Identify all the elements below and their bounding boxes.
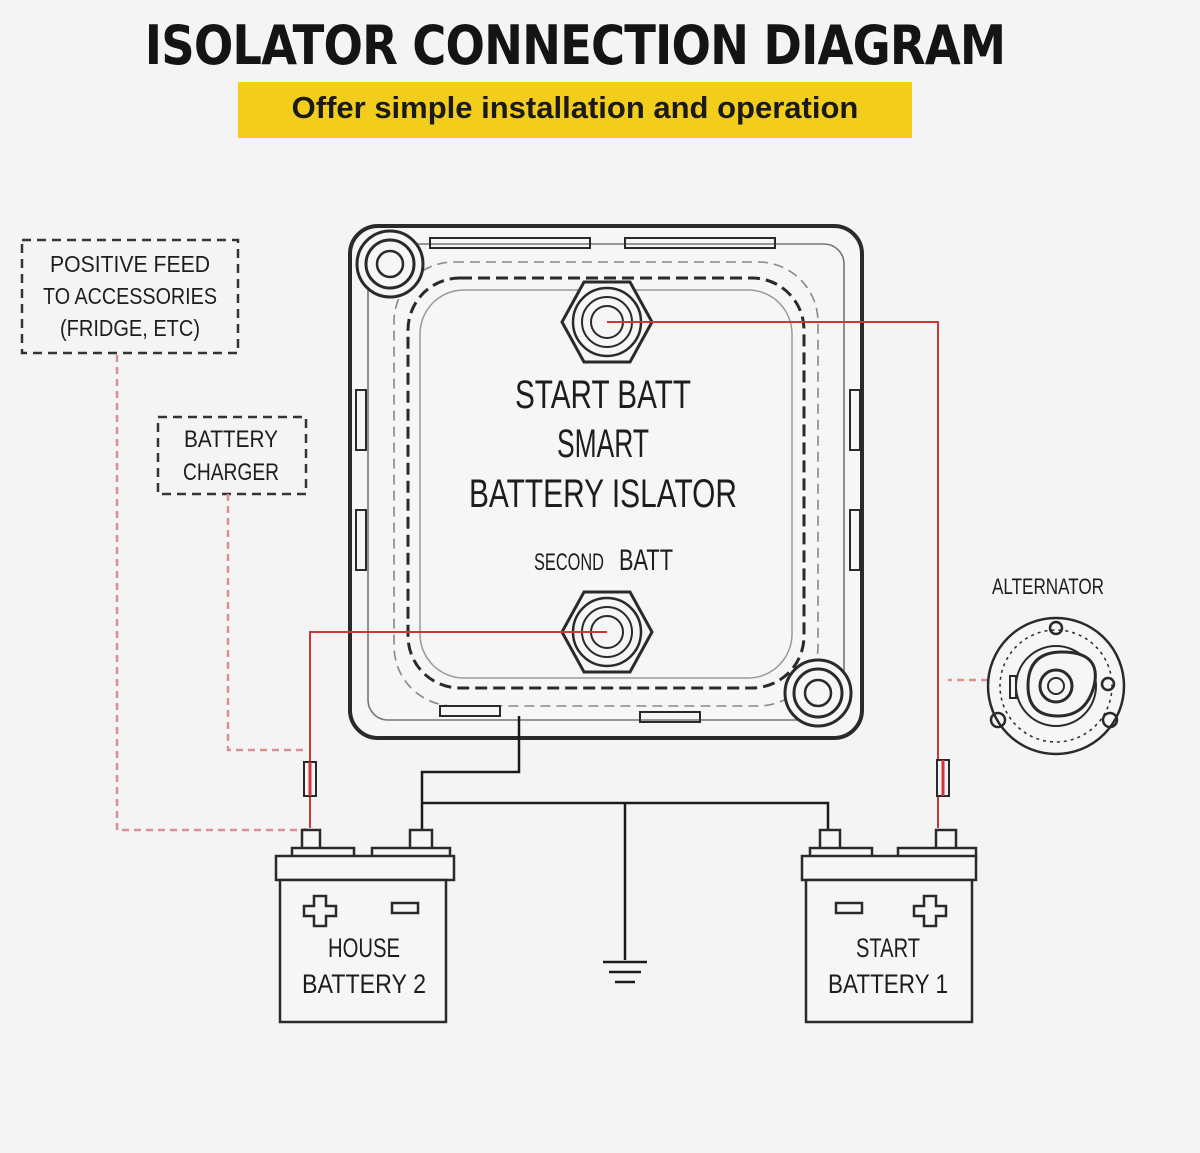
- battery-charger-box: BATTERY CHARGER: [156, 415, 308, 496]
- subtitle-banner: Offer simple installation and operation: [238, 82, 912, 138]
- isolator-ground-wire: [420, 716, 521, 830]
- isolator-second-label: SECOND: [534, 549, 604, 576]
- isolator-start-batt-label: START BATT: [515, 373, 691, 417]
- page-title: ISOLATOR CONNECTION DIAGRAM: [144, 14, 1006, 77]
- isolator-housing: [348, 224, 864, 740]
- plus-sign-icon: [302, 894, 338, 928]
- minus-sign-icon: [834, 901, 864, 915]
- mounting-hole-icon: [355, 229, 425, 299]
- positive-feed-line-2: TO ACCESSORIES: [43, 283, 217, 309]
- start-battery: [800, 828, 978, 1024]
- isolator-labels: START BATT SMART BATTERY ISLATOR SECOND …: [469, 373, 737, 577]
- positive-feed-line-3: (FRIDGE, ETC): [60, 315, 200, 341]
- isolator-name-label: BATTERY ISLATOR: [469, 472, 737, 516]
- start-battery-label-1: START: [856, 933, 920, 963]
- fuse-icon: [303, 761, 317, 797]
- fuse-icon: [936, 759, 950, 797]
- charger-feed-wire: [226, 494, 305, 752]
- mounting-hole-icon: [783, 658, 853, 728]
- isolator-smart-label: SMART: [557, 422, 649, 466]
- isolator-unit: [348, 224, 864, 740]
- minus-sign-icon: [390, 901, 420, 915]
- house-battery-label-2: BATTERY 2: [302, 969, 426, 999]
- subtitle: Offer simple installation and operation: [291, 90, 859, 125]
- positive-feed-line-1: POSITIVE FEED: [50, 251, 210, 277]
- positive-feed-box: POSITIVE FEED TO ACCESSORIES (FRIDGE, ET…: [20, 238, 240, 355]
- battery-charger-line-1: BATTERY: [184, 426, 278, 453]
- alternator-label: ALTERNATOR: [992, 574, 1104, 599]
- battery-charger-line-2: CHARGER: [183, 459, 279, 486]
- ground-symbol-icon: [603, 960, 647, 984]
- house-battery-label-1: HOUSE: [328, 933, 400, 963]
- negative-wires: [420, 716, 830, 960]
- house-battery: [274, 828, 456, 1024]
- alternator-icon: [986, 616, 1126, 756]
- start-battery-label-2: BATTERY 1: [828, 969, 948, 999]
- battery-negative-link-wire: [422, 801, 830, 830]
- isolator-batt-label: BATT: [619, 544, 673, 577]
- plus-sign-icon: [912, 894, 948, 928]
- start-battery-positive-wire: [607, 321, 939, 828]
